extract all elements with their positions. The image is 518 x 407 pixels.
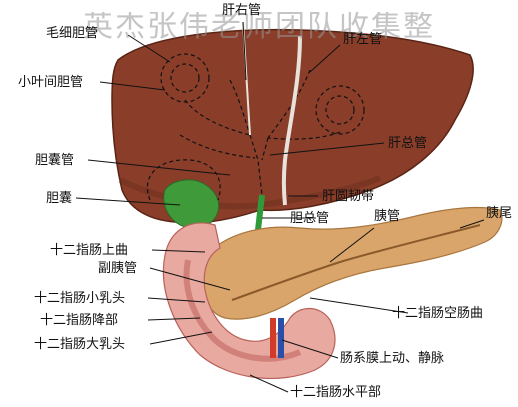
label-cystic-duct: 胆囊管 (35, 154, 74, 167)
label-superior-duodenal-flexure: 十二指肠上曲 (50, 244, 128, 257)
label-gallbladder: 胆囊 (46, 192, 72, 205)
label-superior-mesenteric-vessels: 肠系膜上动、静脉 (340, 352, 444, 365)
label-interlobular-bile-duct: 小叶间胆管 (18, 76, 83, 89)
label-horizontal-duodenum: 十二指肠水平部 (290, 386, 381, 399)
superior-mesenteric-vein (278, 318, 284, 358)
superior-mesenteric-artery (270, 318, 276, 358)
label-round-ligament: 肝圆韧带 (322, 190, 374, 203)
label-pancreatic-duct: 胰管 (374, 210, 400, 223)
label-common-bile-duct: 胆总管 (290, 212, 329, 225)
label-capillary-bile-duct: 毛细胆管 (46, 27, 98, 40)
label-duodenojejunal-flexure: 十二指肠空肠曲 (392, 307, 483, 320)
pancreas (203, 208, 502, 320)
label-descending-duodenum: 十二指肠降部 (40, 314, 118, 327)
label-minor-duodenal-papilla: 十二指肠小乳头 (34, 292, 125, 305)
label-major-duodenal-papilla: 十二指肠大乳头 (34, 338, 125, 351)
label-accessory-pancreatic-duct: 副胰管 (98, 262, 137, 275)
label-common-hepatic-duct: 肝总管 (388, 137, 427, 150)
label-pancreatic-tail: 胰尾 (486, 207, 512, 220)
label-left-hepatic-duct: 肝左管 (343, 33, 382, 46)
label-right-hepatic-duct: 肝右管 (222, 4, 261, 17)
